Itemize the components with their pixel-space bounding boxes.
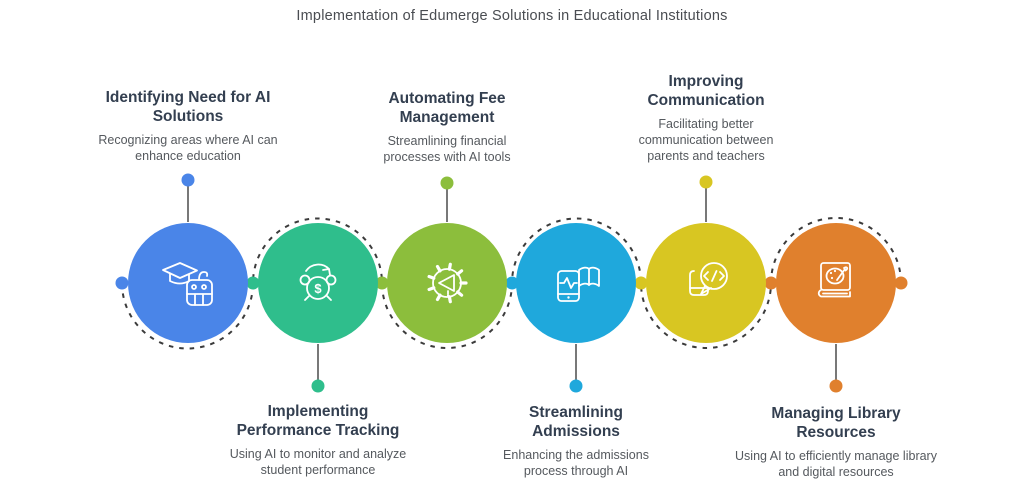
node-label-6: Managing Library Resources Using AI to e… bbox=[721, 404, 951, 480]
graduation-cap-robot-icon bbox=[162, 262, 213, 306]
stem-dot bbox=[569, 379, 583, 393]
gear-megaphone-icon bbox=[427, 262, 468, 304]
node-title: Automating Fee Management bbox=[388, 90, 506, 126]
node-description: Enhancing the admissions process through… bbox=[503, 448, 649, 478]
node-title: Managing Library Resources bbox=[771, 405, 901, 441]
node-label-2: Implementing Performance Tracking Using … bbox=[208, 402, 428, 478]
stem-dot bbox=[181, 173, 195, 187]
node-circle-3 bbox=[387, 223, 507, 343]
timeline-dot bbox=[505, 276, 519, 290]
node-description: Streamlining financial processes with AI… bbox=[383, 134, 511, 164]
timeline-dot bbox=[115, 276, 129, 290]
phone-code-chat-icon bbox=[689, 262, 728, 296]
node-title: Identifying Need for AI Solutions bbox=[105, 89, 271, 125]
stem-dot bbox=[440, 176, 454, 190]
stem-dot bbox=[311, 379, 325, 393]
node-label-1: Identifying Need for AI Solutions Recogn… bbox=[83, 88, 293, 164]
timeline-dot bbox=[894, 276, 908, 290]
stem-dot bbox=[699, 175, 713, 189]
node-title: Implementing Performance Tracking bbox=[236, 403, 400, 439]
alarm-clock-dollar-icon: $ bbox=[299, 263, 337, 301]
timeline-dot bbox=[246, 276, 260, 290]
node-description: Recognizing areas where AI can enhance e… bbox=[98, 133, 278, 163]
phone-pulse-book-icon bbox=[557, 266, 600, 302]
node-title: Streamlining Admissions bbox=[529, 404, 623, 440]
node-circle-5 bbox=[646, 223, 766, 343]
node-label-5: Improving Communication Facilitating bet… bbox=[621, 72, 791, 164]
timeline-dot bbox=[764, 276, 778, 290]
node-label-3: Automating Fee Management Streamlining f… bbox=[357, 89, 537, 165]
timeline-dot bbox=[375, 276, 389, 290]
timeline-dot bbox=[634, 276, 648, 290]
node-label-4: Streamlining Admissions Enhancing the ad… bbox=[486, 403, 666, 479]
art-book-palette-icon bbox=[817, 262, 851, 298]
svg-text:$: $ bbox=[314, 281, 322, 296]
node-description: Using AI to efficiently manage library a… bbox=[735, 449, 937, 479]
diagram-title: Implementation of Edumerge Solutions in … bbox=[296, 8, 728, 24]
node-circle-2 bbox=[258, 223, 378, 343]
node-description: Using AI to monitor and analyze student … bbox=[229, 447, 407, 477]
node-description: Facilitating better communication betwee… bbox=[638, 117, 774, 163]
stem-dot bbox=[829, 379, 843, 393]
node-title: Improving Communication bbox=[647, 73, 765, 109]
